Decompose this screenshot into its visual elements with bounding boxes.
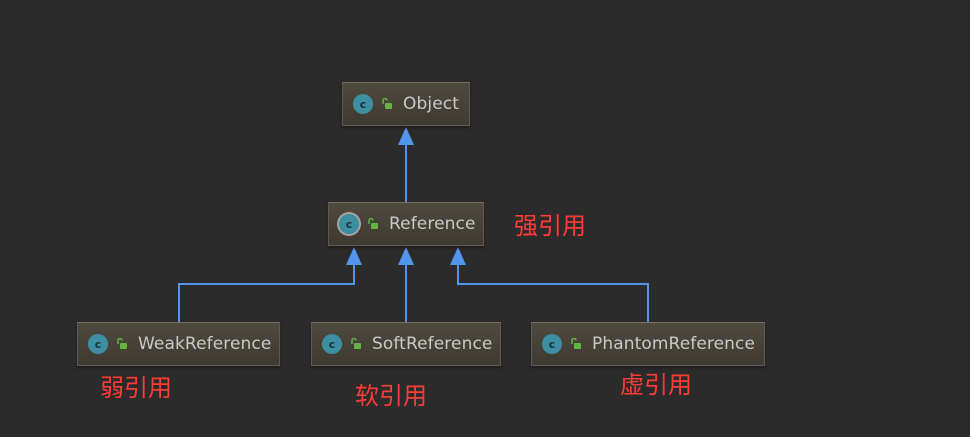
arrowhead-reference-left <box>346 247 362 265</box>
class-node-weak-reference[interactable]: c WeakReference <box>77 322 280 366</box>
class-icon: c <box>322 334 342 354</box>
class-node-soft-reference[interactable]: c SoftReference <box>311 322 501 366</box>
annotation-phantom-reference: 虚引用 <box>620 371 692 399</box>
class-icon: c <box>88 334 108 354</box>
public-access-icon <box>382 98 392 109</box>
class-icon: c <box>353 94 373 114</box>
public-access-icon <box>368 218 378 229</box>
annotation-weak-reference: 弱引用 <box>100 374 172 402</box>
public-access-icon <box>351 338 361 349</box>
edge-weak-reference <box>178 262 355 322</box>
annotation-soft-reference: 软引用 <box>355 382 427 410</box>
public-access-icon <box>571 338 581 349</box>
class-name: Object <box>403 94 459 114</box>
arrowhead-object <box>398 127 414 145</box>
class-node-reference[interactable]: c Reference <box>328 202 484 246</box>
edge-phantom-reference <box>457 262 649 322</box>
arrowhead-reference-center <box>398 247 414 265</box>
class-name: PhantomReference <box>592 334 756 354</box>
class-icon: c <box>542 334 562 354</box>
public-access-icon <box>117 338 127 349</box>
arrowhead-reference-right <box>450 247 466 265</box>
abstract-class-icon: c <box>339 214 359 234</box>
class-node-phantom-reference[interactable]: c PhantomReference <box>531 322 765 366</box>
class-name: Reference <box>389 214 476 234</box>
class-node-object[interactable]: c Object <box>342 82 470 126</box>
class-name: WeakReference <box>138 334 272 354</box>
class-name: SoftReference <box>372 334 493 354</box>
annotation-strong-reference: 强引用 <box>514 212 586 240</box>
